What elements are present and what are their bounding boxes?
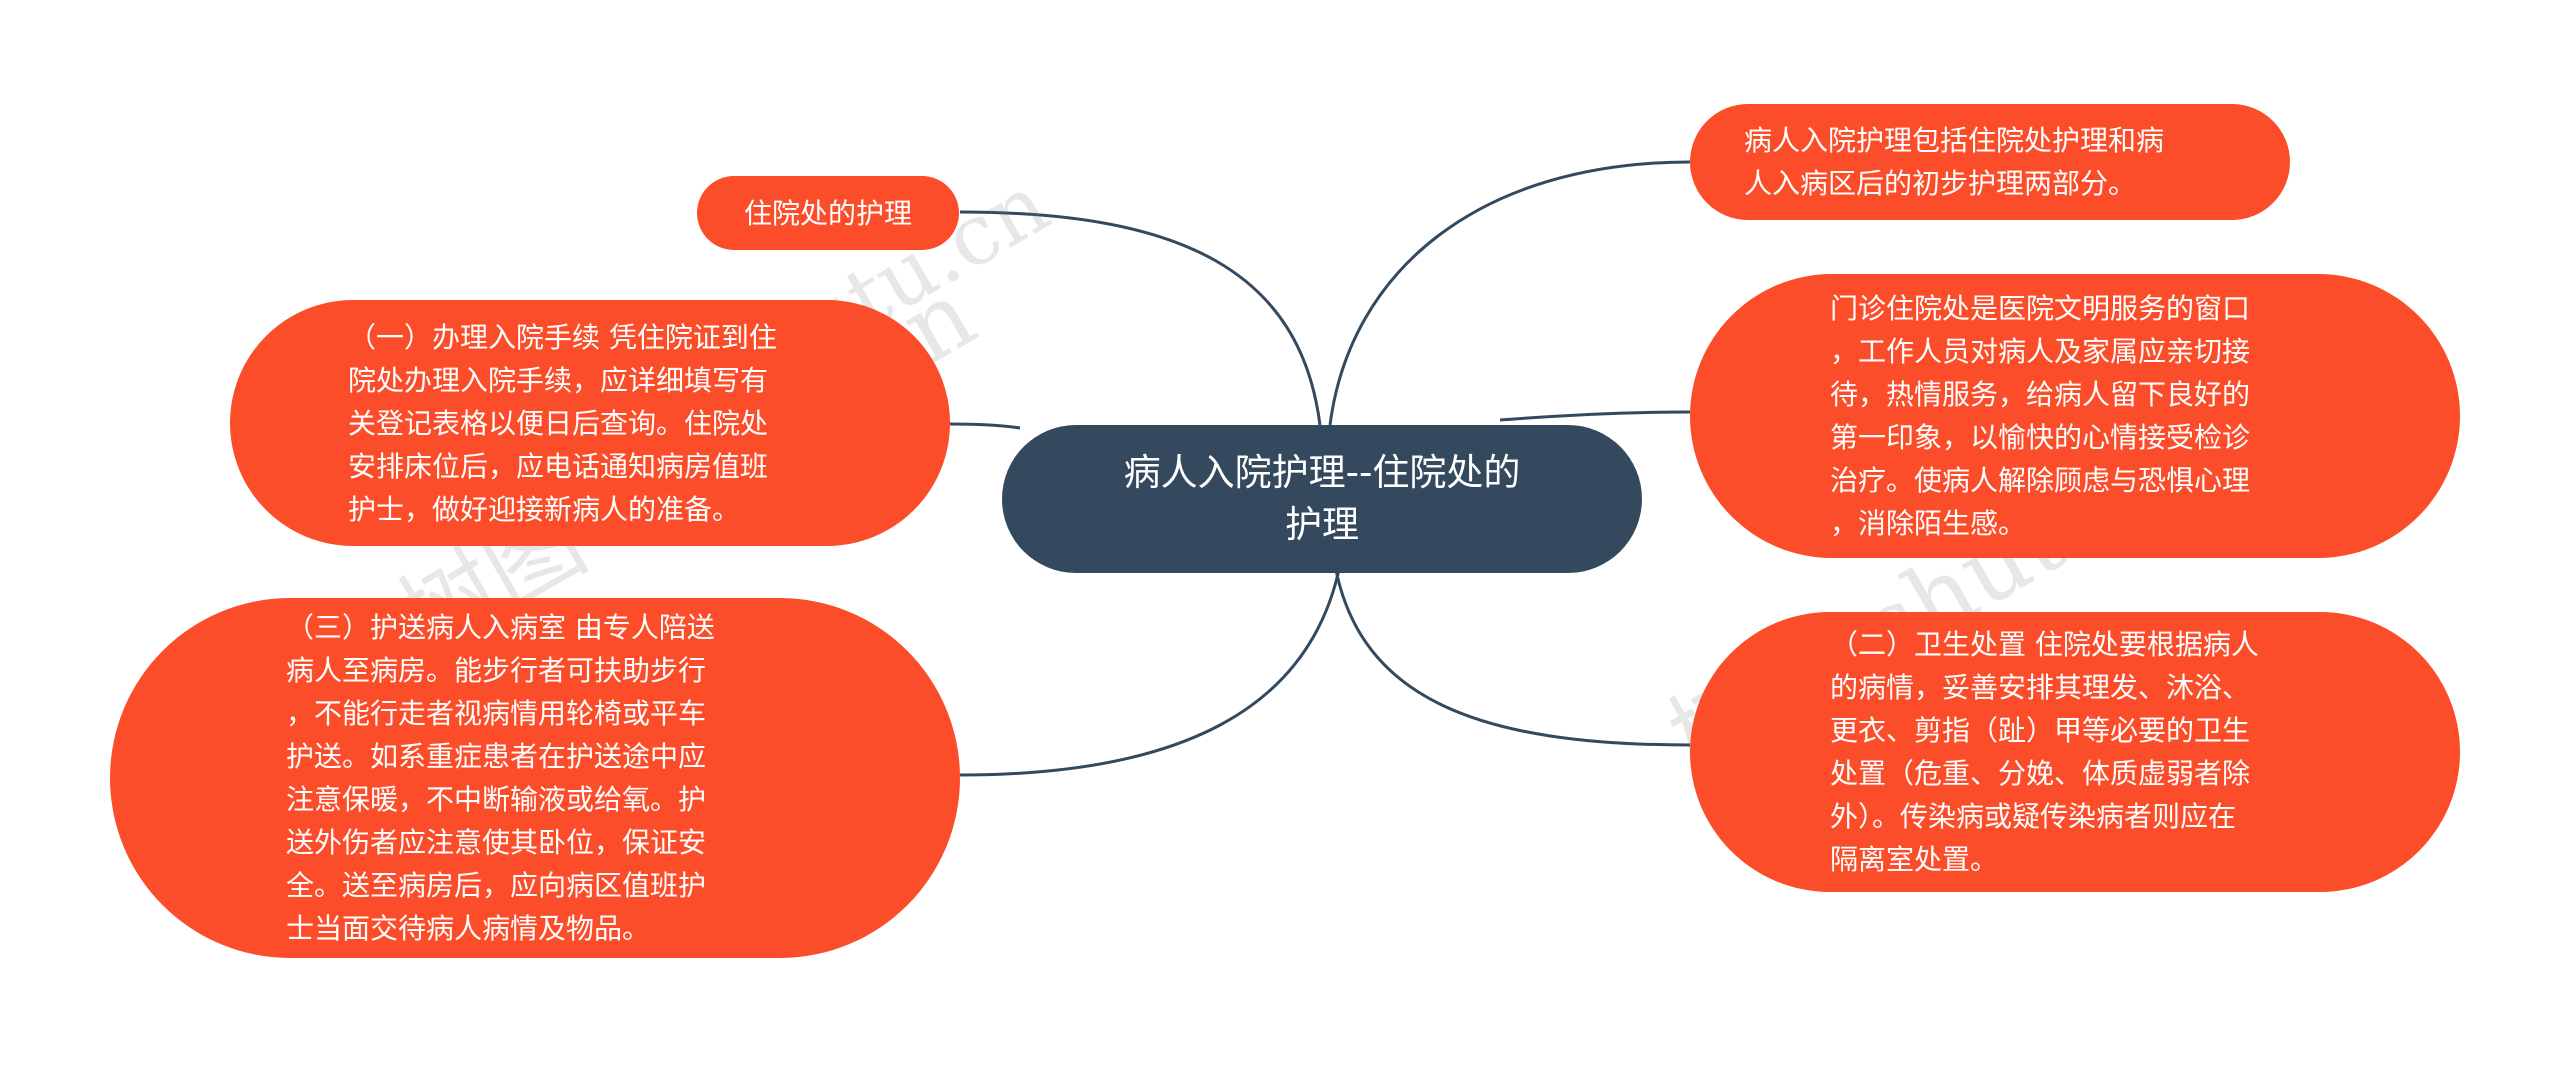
topic-node-label: （一）办理入院手续 凭住院证到住 院处办理入院手续，应详细填写有 关登记表格以便…: [348, 320, 777, 526]
link-right-intro: [1328, 160, 1691, 426]
topic-node-right-2[interactable]: （二）卫生处置 住院处要根据病人 的病情，妥善安排其理发、沐浴、 更衣、剪指（趾…: [1690, 612, 2460, 892]
root-node-label: 病人入院护理--住院处的 护理: [1123, 451, 1521, 546]
link-left-1: [949, 422, 1021, 430]
topic-node-label: （三）护送病人入病室 由专人陪送 病人至病房。能步行者可扶助步行 ，不能行走者视…: [286, 611, 715, 945]
topic-node-left-title[interactable]: 住院处的护理: [697, 176, 959, 250]
topic-node-label: （二）卫生处置 住院处要根据病人 的病情，妥善安排其理发、沐浴、 更衣、剪指（趾…: [1830, 628, 2259, 876]
topic-node-right-window[interactable]: 门诊住院处是医院文明服务的窗口 ，工作人员对病人及家属应亲切接 待，热情服务，给…: [1690, 274, 2460, 558]
link-right-2: [1333, 564, 1691, 747]
topic-node-label: 门诊住院处是医院文明服务的窗口 ，工作人员对病人及家属应亲切接 待，热情服务，给…: [1830, 292, 2251, 540]
topic-node-left-1[interactable]: （一）办理入院手续 凭住院证到住 院处办理入院手续，应详细填写有 关登记表格以便…: [230, 300, 950, 546]
topic-node-label: 病人入院护理包括住院处护理和病 人入病区后的初步护理两部分。: [1744, 124, 2165, 200]
topic-node-label: 住院处的护理: [743, 196, 912, 230]
root-node[interactable]: 病人入院护理--住院处的 护理: [1002, 425, 1642, 573]
link-left-title: [959, 210, 1322, 426]
link-left-3: [959, 564, 1342, 777]
topic-node-left-3[interactable]: （三）护送病人入病室 由专人陪送 病人至病房。能步行者可扶助步行 ，不能行走者视…: [110, 598, 960, 958]
link-right-window: [1499, 410, 1691, 422]
topic-node-right-intro[interactable]: 病人入院护理包括住院处护理和病 人入病区后的初步护理两部分。: [1690, 104, 2290, 220]
